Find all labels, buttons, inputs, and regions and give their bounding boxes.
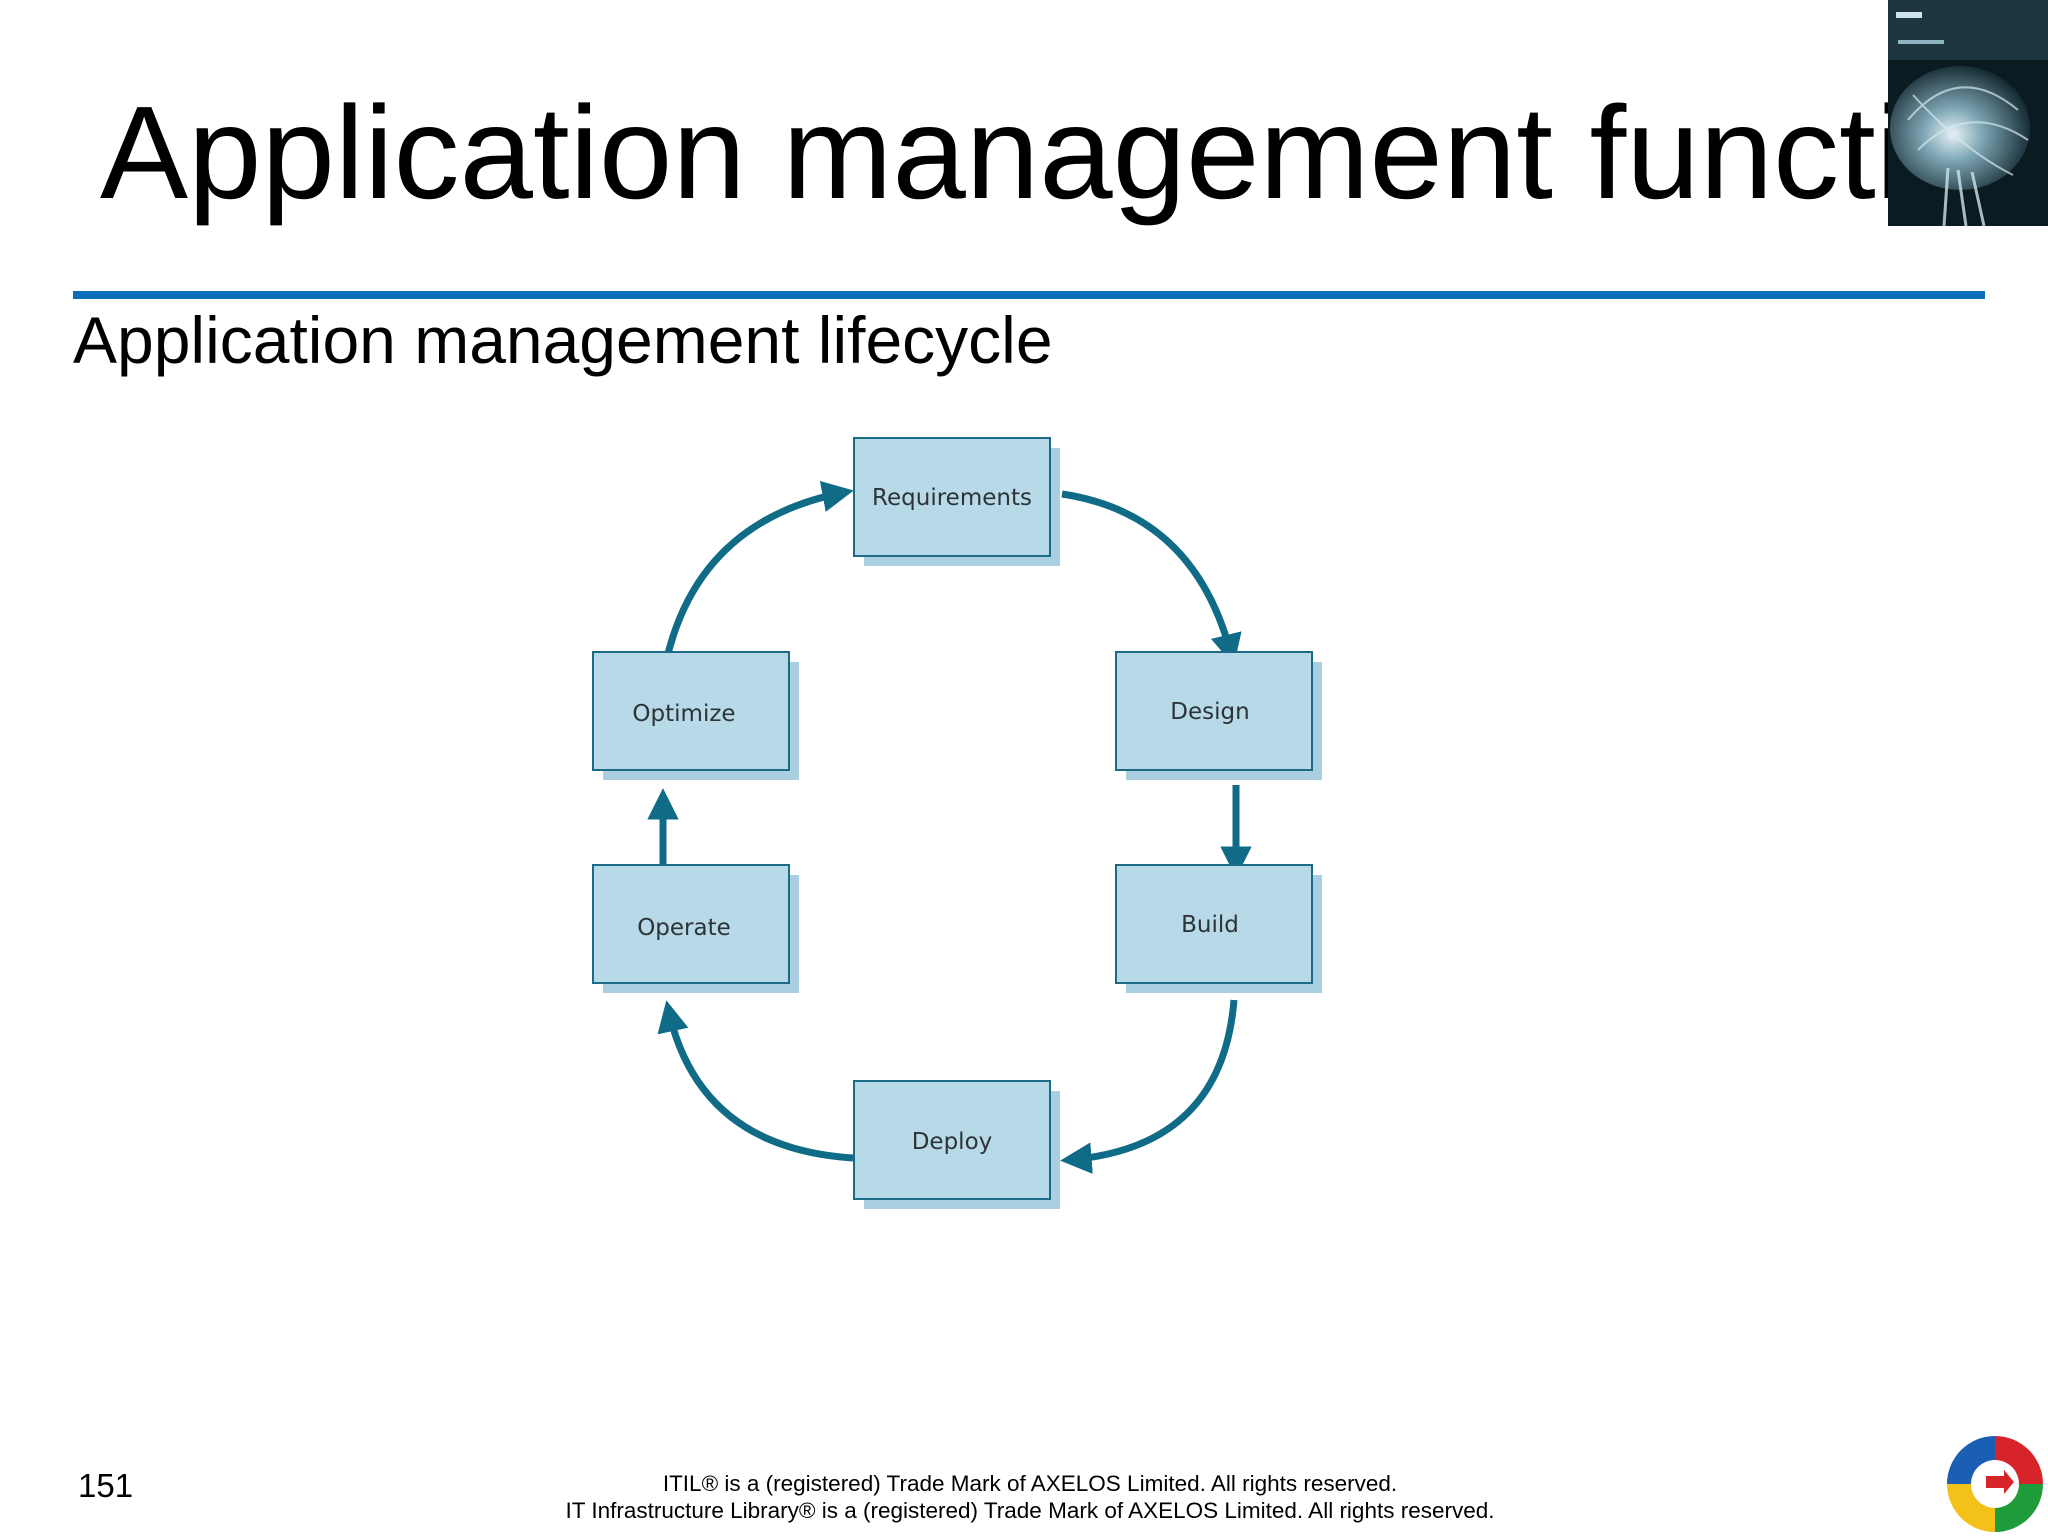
arrow-deploy-to-operate xyxy=(657,1000,854,1162)
trademark-line-2: IT Infrastructure Library® is a (registe… xyxy=(565,1498,1495,1523)
itil-book-cover-icon xyxy=(1888,0,2048,226)
slide-title: Application management function xyxy=(100,79,2048,226)
stage-label-operate: Operate xyxy=(637,915,731,941)
arrow-requirements-to-design xyxy=(1061,490,1242,666)
stage-label-design: Design xyxy=(1170,699,1249,725)
stage-build-box: Build xyxy=(1115,864,1322,993)
page-number: 151 xyxy=(78,1467,134,1504)
arrow-optimize-to-requirements xyxy=(662,480,854,663)
stage-label-requirements: Requirements xyxy=(872,485,1032,511)
stage-deploy-box: Deploy xyxy=(853,1080,1060,1209)
stage-design-box: Design xyxy=(1115,651,1322,780)
stage-optimize-box: Optimize xyxy=(592,651,799,780)
stage-operate-box: Operate xyxy=(592,864,799,993)
arrow-build-to-deploy xyxy=(1060,999,1238,1174)
stage-label-optimize: Optimize xyxy=(632,701,735,727)
slide-subtitle: Application management lifecycle xyxy=(73,303,1053,377)
trademark-footer: ITIL® is a (registered) Trade Mark of AX… xyxy=(460,1470,1600,1524)
pdca-cycle-logo xyxy=(1945,1434,2045,1534)
stage-requirements-box: Requirements xyxy=(853,437,1060,566)
trademark-line-1: ITIL® is a (registered) Trade Mark of AX… xyxy=(662,1471,1398,1496)
stage-label-deploy: Deploy xyxy=(912,1129,993,1155)
stage-label-build: Build xyxy=(1181,912,1239,938)
lifecycle-diagram: Requirements Design Build Deploy Operate… xyxy=(592,437,1322,1209)
title-divider xyxy=(73,291,1985,299)
